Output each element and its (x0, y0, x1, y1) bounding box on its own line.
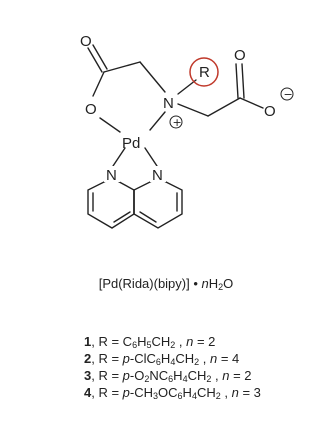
bond-c-o-double-right-1 (235, 63, 239, 99)
legend-sub: 2 (206, 374, 212, 384)
complex-formula: [Pd(Rida)(bipy)] • nH2O (0, 276, 332, 292)
legend-text: H (160, 351, 171, 366)
legend-sub: 2 (215, 391, 221, 401)
legend-sub: 2 (170, 340, 176, 350)
legend-number: 2 (84, 351, 92, 366)
formula-complex-prefix: [Pd(Rida)(bipy)] • (98, 276, 202, 291)
legend-n-value: = 2 (229, 368, 252, 383)
positive-charge-sign: + (173, 116, 182, 129)
legend-para-prefix: p (122, 368, 130, 383)
legend-text: , R = (91, 351, 123, 366)
legend-sub: 4 (191, 391, 197, 401)
bond-c-o-double-left-2 (92, 44, 108, 70)
bond-n-r (177, 79, 197, 95)
legend-text: NC (149, 368, 169, 383)
compound-legend: 1, R = C6H5CH2 , n = 2 2, R = p-ClC6H4CH… (84, 333, 261, 401)
bond-c-o-double-right-2 (241, 63, 245, 99)
legend-text: CH (151, 334, 171, 349)
legend-text: CH (187, 368, 207, 383)
legend-text: CH (196, 385, 216, 400)
legend-row-4: 4, R = p-CH3OC6H4CH2 , n = 3 (84, 384, 261, 401)
negative-charge-circle (280, 87, 294, 101)
atom-carbonyl-o-right: O (234, 47, 246, 64)
legend-sub: 2 (194, 357, 200, 367)
positive-charge-circle (169, 115, 183, 129)
legend-para-prefix: p (122, 385, 130, 400)
legend-n-value: = 2 (193, 334, 216, 349)
legend-text: CH (175, 351, 195, 366)
legend-number: 3 (84, 368, 92, 383)
atom-r-group: R (199, 64, 210, 81)
pyridine-ring-right (133, 177, 183, 229)
r-group-circle (189, 57, 219, 87)
atom-ring-o: O (85, 101, 97, 118)
atom-carboxylate-o: O (264, 103, 276, 120)
legend-sub: 6 (177, 391, 183, 401)
legend-sub: 4 (182, 374, 188, 384)
atom-bipy-n-right: N (152, 167, 163, 184)
legend-n-var: n (231, 385, 239, 400)
legend-row-3: 3, R = p-O2NC6H4CH2 , n = 2 (84, 367, 261, 384)
legend-number: 1 (84, 334, 92, 349)
legend-text: , (211, 368, 223, 383)
negative-charge-sign: − (284, 88, 293, 101)
legend-text: , R = C (91, 334, 133, 349)
legend-row-1: 1, R = C6H5CH2 , n = 2 (84, 333, 261, 350)
legend-sub: 2 (144, 374, 150, 384)
legend-text: OC (158, 385, 178, 400)
atom-amine-n: N (163, 95, 174, 112)
bond-o-pd (99, 117, 121, 133)
legend-text: H (182, 385, 192, 400)
bond-pd-n-bipy-right (144, 147, 158, 167)
legend-sub: 6 (168, 374, 174, 384)
bond-c-ch2-left (103, 61, 141, 73)
legend-text: , (220, 385, 232, 400)
legend-sub: 5 (146, 340, 152, 350)
pyridine-left-double-2 (113, 211, 131, 223)
bond-n-pd (149, 111, 166, 131)
formula-n-var: n (201, 276, 209, 291)
legend-sub: 6 (155, 357, 161, 367)
legend-text: , R = (91, 368, 123, 383)
bond-n-ch2-right (177, 103, 209, 117)
legend-n-var: n (222, 368, 230, 383)
legend-row-2: 2, R = p-ClC6H4CH2 , n = 4 (84, 350, 261, 367)
pyridine-ring-left (87, 177, 135, 229)
bond-ch2-n (139, 61, 166, 93)
legend-sub: 6 (132, 340, 138, 350)
pyridine-right-double-2 (139, 211, 157, 223)
bond-c-ring-o (92, 71, 105, 97)
legend-sub: 4 (170, 357, 176, 367)
legend-number: 4 (84, 385, 92, 400)
legend-text: -O (129, 368, 145, 383)
legend-text: , R = (91, 385, 123, 400)
legend-n-value: = 3 (238, 385, 261, 400)
bond-c-o-double-left-1 (87, 47, 103, 73)
legend-text: H (137, 334, 147, 349)
pd-complex-structure: O O Pd N R O O N N + − (80, 33, 294, 229)
legend-text: , (199, 351, 210, 366)
bond-c-o-minus (239, 97, 264, 109)
bond-ch2-c-right (207, 97, 241, 117)
atom-bipy-n-left: N (106, 167, 117, 184)
legend-sub: 3 (153, 391, 159, 401)
formula-water-sub: 2 (218, 282, 224, 292)
bond-pd-n-bipy-left (112, 147, 126, 167)
legend-n-value: = 4 (217, 351, 240, 366)
atom-palladium: Pd (122, 135, 140, 152)
legend-text: H (173, 368, 183, 383)
formula-water-o: O (223, 276, 234, 291)
legend-text: -CH (129, 385, 154, 400)
legend-n-var: n (186, 334, 194, 349)
legend-text: -ClC (129, 351, 156, 366)
formula-water-h: H (208, 276, 219, 291)
legend-n-var: n (209, 351, 218, 366)
legend-text: , (175, 334, 187, 349)
atom-carbonyl-o-left: O (80, 33, 92, 50)
legend-para-prefix: p (122, 351, 130, 366)
